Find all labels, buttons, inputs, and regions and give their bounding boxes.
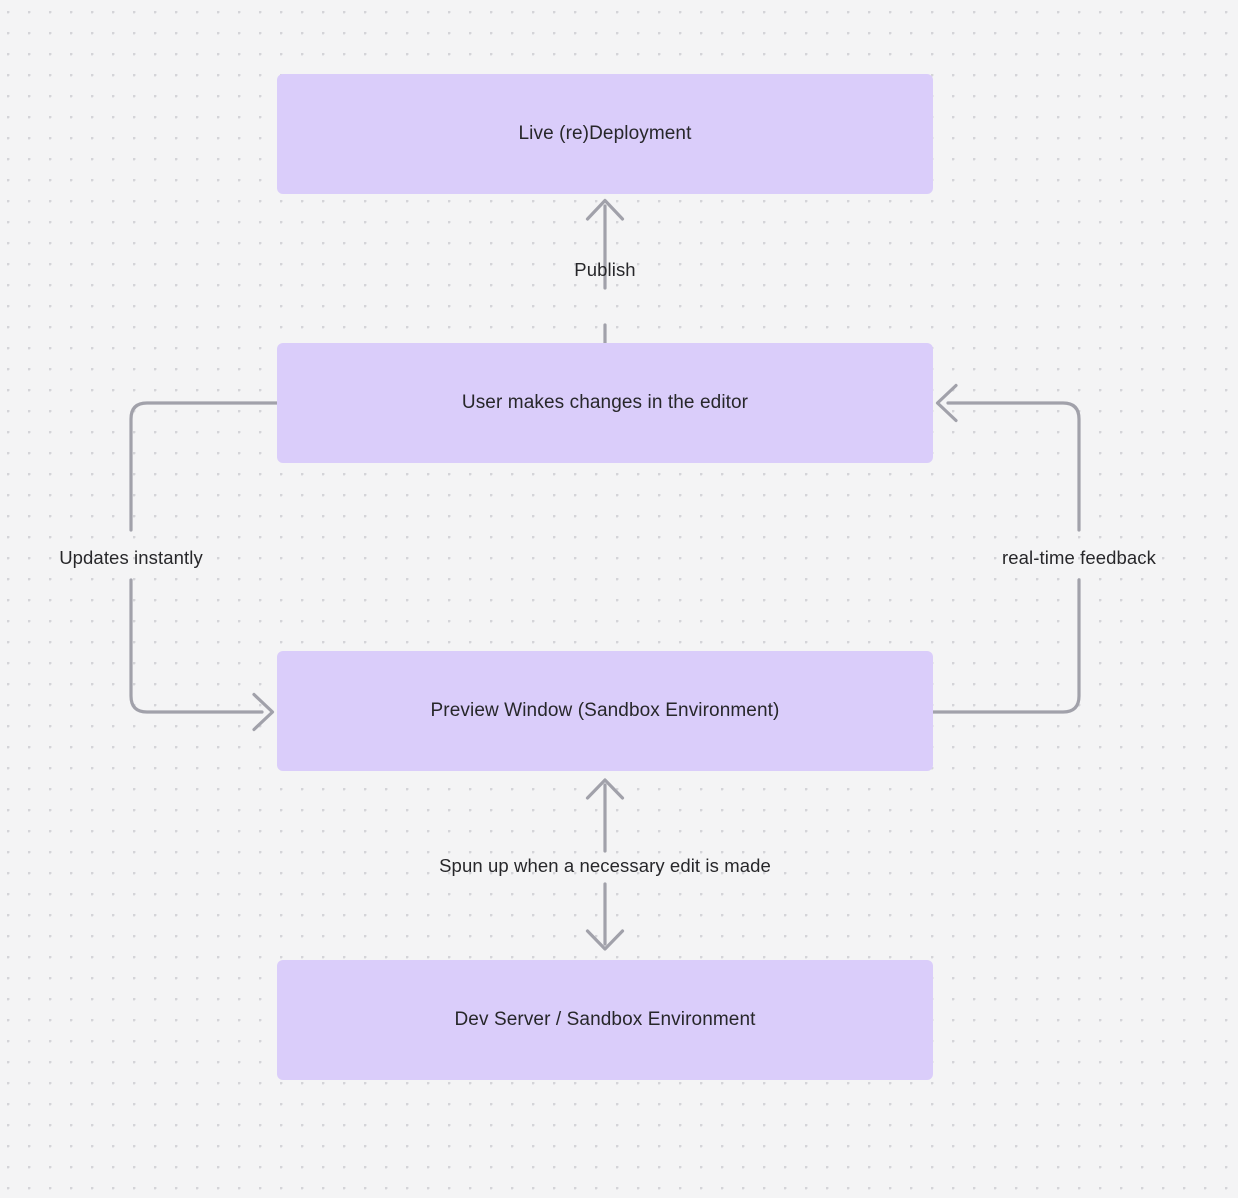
edge-label-updates-instantly: Updates instantly [59, 546, 203, 568]
node-dev-server[interactable]: Dev Server / Sandbox Environment [277, 960, 933, 1080]
node-user-edits-label: User makes changes in the editor [461, 391, 749, 413]
node-dev-server-label: Dev Server / Sandbox Environment [454, 1008, 756, 1030]
node-live-deployment-label: Live (re)Deployment [518, 122, 692, 144]
edge-label-publish: Publish [574, 258, 636, 280]
node-live-deployment[interactable]: Live (re)Deployment [277, 74, 933, 194]
node-preview-window[interactable]: Preview Window (Sandbox Environment) [277, 651, 933, 771]
edge-label-spun-up: Spun up when a necessary edit is made [439, 854, 771, 876]
node-user-edits[interactable]: User makes changes in the editor [277, 343, 933, 463]
edge-label-real-time-feedback: real-time feedback [1002, 546, 1156, 568]
node-preview-window-label: Preview Window (Sandbox Environment) [430, 699, 780, 721]
